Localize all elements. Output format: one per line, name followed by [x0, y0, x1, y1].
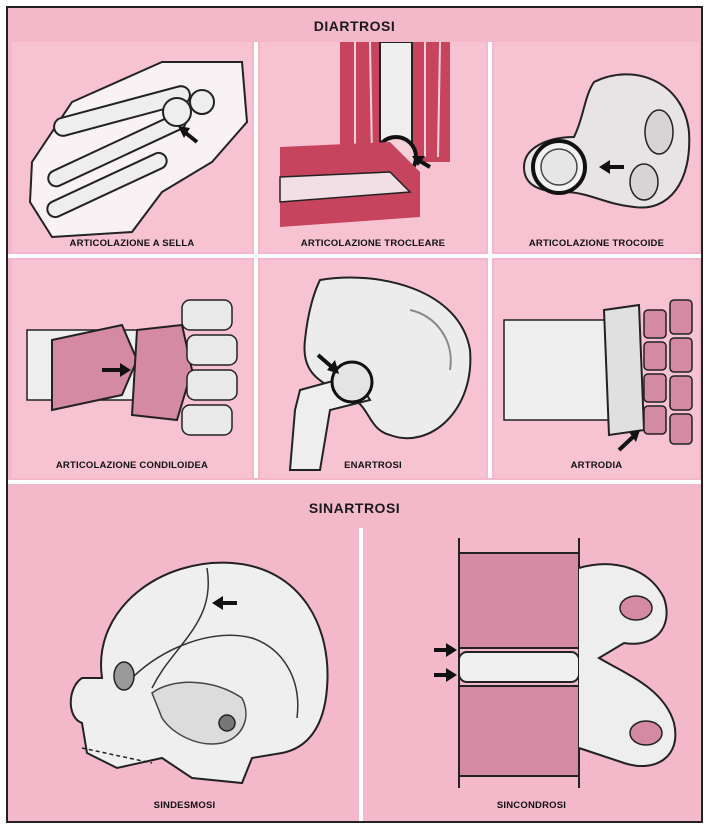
- panel-plane-joint: ARTRODIA: [494, 260, 699, 478]
- saddle-joint-illustration: [12, 42, 252, 252]
- label-hinge-joint: ARTICOLAZIONE TROCLEARE: [260, 238, 486, 249]
- panel-pivot-joint: ARTICOLAZIONE TROCOIDE: [494, 42, 699, 252]
- condyloid-joint-illustration: [12, 260, 252, 478]
- divider-vertical-1: [254, 42, 258, 478]
- figure-frame: DIARTROSI ARTICOLAZIONE A SELLA ARTICOLA…: [6, 6, 703, 823]
- panel-condyloid-joint: ARTICOLAZIONE CONDILOIDEA: [12, 260, 252, 478]
- synchondrosis-vertebra-illustration: [364, 528, 699, 821]
- hinge-joint-illustration: [260, 42, 486, 252]
- sinartrosi-title: SINARTROSI: [8, 500, 701, 516]
- label-saddle-joint: ARTICOLAZIONE A SELLA: [12, 238, 252, 249]
- panel-hinge-joint: ARTICOLAZIONE TROCLEARE: [260, 42, 486, 252]
- divider-vertical-2: [488, 42, 492, 478]
- label-syndesmosis: SINDESMOSI: [12, 800, 357, 811]
- plane-joint-illustration: [494, 260, 699, 478]
- divider-vertical-3: [359, 528, 363, 821]
- ball-socket-joint-illustration: [260, 260, 486, 478]
- divider-horizontal-2: [8, 480, 701, 484]
- diartrosi-title: DIARTROSI: [8, 18, 701, 34]
- label-plane-joint: ARTRODIA: [494, 460, 699, 471]
- panel-saddle-joint: ARTICOLAZIONE A SELLA: [12, 42, 252, 252]
- label-condyloid-joint: ARTICOLAZIONE CONDILOIDEA: [12, 460, 252, 471]
- label-synchondrosis: SINCONDROSI: [364, 800, 699, 811]
- divider-horizontal-1: [8, 254, 701, 258]
- panel-synchondrosis: SINCONDROSI: [364, 528, 699, 821]
- syndesmosis-skull-illustration: [12, 528, 357, 821]
- panel-ball-socket-joint: ENARTROSI: [260, 260, 486, 478]
- label-ball-socket-joint: ENARTROSI: [260, 460, 486, 471]
- label-pivot-joint: ARTICOLAZIONE TROCOIDE: [494, 238, 699, 249]
- pivot-joint-illustration: [494, 42, 699, 252]
- panel-syndesmosis: SINDESMOSI: [12, 528, 357, 821]
